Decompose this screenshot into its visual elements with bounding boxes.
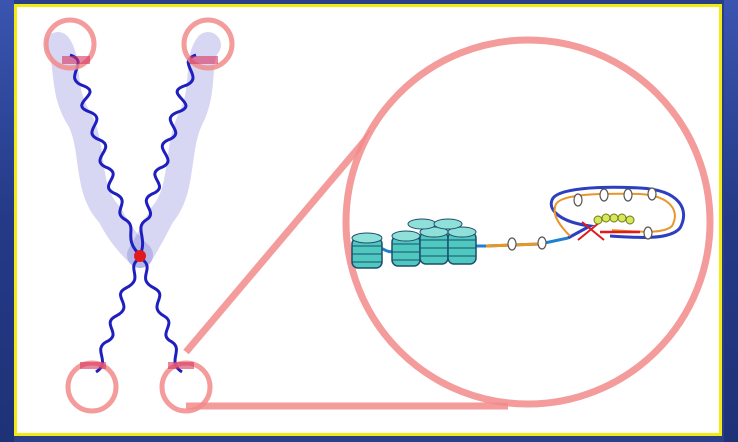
t-loop-outer	[549, 185, 686, 240]
slide-background-left	[0, 0, 14, 442]
loop-proteins	[593, 213, 635, 225]
t-loop-crossing	[577, 221, 605, 241]
telomere-tip-bottom-left	[80, 362, 106, 369]
nucleosome-stack-1	[351, 232, 383, 269]
telomere-circle-top-left	[43, 17, 97, 71]
zoom-circle	[342, 36, 714, 408]
chromatid-upper-left-coil	[69, 53, 142, 257]
telomere-circle-top-right	[181, 17, 235, 71]
chromatid-lower-left-coil	[95, 256, 141, 374]
chromosome	[45, 32, 221, 374]
telomere-t-loop	[549, 185, 686, 241]
nucleosome-stack-2	[391, 230, 421, 267]
telomere-markers	[43, 17, 235, 414]
telomere-tip-top-right	[190, 56, 218, 64]
nucleosome-stack-back	[407, 218, 463, 230]
telomere-tip-bottom-right	[168, 362, 194, 369]
chromatid-upper-right	[127, 32, 221, 268]
chromatid-lower-right-coil	[139, 256, 183, 374]
slide-background-right	[724, 0, 738, 442]
chromatid-upper-right-coil	[138, 53, 197, 256]
telomere-tip-top-left	[62, 56, 90, 64]
loop-beads	[573, 187, 657, 240]
nucleosome-chromatin	[351, 218, 569, 269]
t-loop-inner	[553, 192, 676, 237]
nucleosome-stack-3	[419, 226, 449, 265]
zoom-connector	[183, 129, 508, 410]
chromatid-upper-left	[45, 32, 153, 268]
telomere-circle-bottom-left	[65, 360, 119, 414]
nucleosome-stack-4	[447, 226, 477, 265]
linker-proteins	[507, 236, 547, 251]
centromere	[134, 250, 146, 262]
